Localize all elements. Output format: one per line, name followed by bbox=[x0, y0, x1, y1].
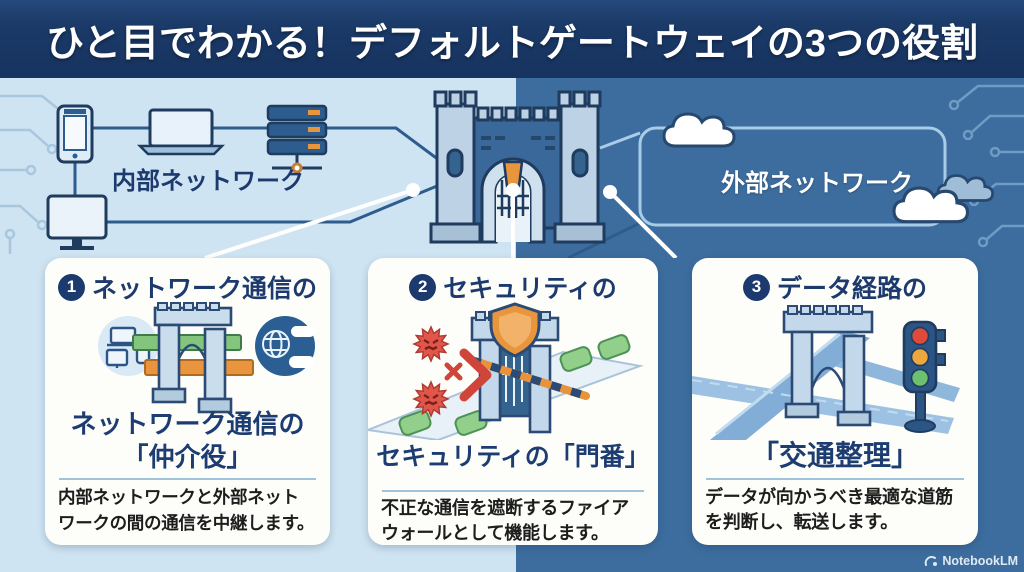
routing-illustration bbox=[692, 305, 960, 440]
laptop-icon bbox=[136, 108, 226, 156]
card-subtitle: 「交通整理」 bbox=[750, 440, 919, 471]
virus-face bbox=[423, 338, 439, 406]
card-divider bbox=[59, 478, 316, 480]
external-network-label: 外部ネットワーク bbox=[721, 170, 913, 197]
card-number-badge: 3 bbox=[742, 273, 770, 301]
card-number-badge: 2 bbox=[409, 273, 437, 301]
card-network-mediator: 1 ネットワーク通信の bbox=[45, 258, 330, 545]
network-diagram bbox=[0, 84, 1024, 258]
road-junction bbox=[692, 330, 960, 440]
internal-network-label: 内部ネットワーク bbox=[112, 168, 304, 195]
card-header: 2 セキュリティの bbox=[368, 269, 658, 305]
connector-dot bbox=[406, 183, 420, 197]
card-divider bbox=[382, 490, 644, 492]
gate-icon bbox=[782, 305, 874, 427]
card-header-text: セキュリティの bbox=[443, 275, 617, 303]
brand-name: NotebookLM bbox=[942, 554, 1018, 568]
card-subtitle: セキュリティの「門番」 bbox=[376, 443, 650, 471]
gateway-to-external-line bbox=[599, 131, 641, 150]
globe-icon bbox=[262, 330, 290, 358]
title-banner: ひと目でわかる！デフォルトゲートウェイの3つの役割 bbox=[0, 0, 1024, 78]
card-divider bbox=[706, 478, 964, 480]
barrier-icon bbox=[467, 356, 590, 400]
internet-circle-icon bbox=[255, 316, 315, 376]
card-number-badge: 1 bbox=[57, 273, 85, 301]
block-chevron-icon bbox=[459, 348, 492, 402]
shield-icon bbox=[489, 302, 541, 358]
monitor-icon bbox=[46, 194, 108, 250]
connector-lines bbox=[204, 188, 678, 258]
card-description: 内部ネットワークと外部ネット ワークの間の通信を中継します。 bbox=[58, 487, 315, 533]
castle-gate-icon bbox=[429, 90, 606, 244]
external-network-frame bbox=[638, 126, 947, 227]
virus-icon bbox=[412, 325, 450, 418]
brand: NotebookLM bbox=[924, 554, 1018, 568]
keystone bbox=[502, 160, 524, 188]
card-header-text: データ経路の bbox=[776, 275, 927, 303]
block-x-icon bbox=[444, 362, 463, 381]
gateway-icon bbox=[151, 302, 233, 414]
card-description: 不正な通信を遮断するファイア ウォールとして機能します。 bbox=[381, 498, 629, 543]
server-icon bbox=[266, 104, 328, 174]
card-header: 1 ネットワーク通信の bbox=[45, 269, 330, 305]
security-illustration bbox=[368, 302, 644, 440]
page-title: ひと目でわかる！デフォルトゲートウェイの3つの役割 bbox=[46, 22, 978, 65]
notebooklm-logo-icon bbox=[924, 555, 938, 566]
mediator-illustration bbox=[98, 302, 315, 414]
card-security-gatekeeper: 2 セキュリティの bbox=[368, 258, 658, 545]
network-lines bbox=[73, 126, 643, 258]
circuit-trace-left bbox=[0, 94, 72, 254]
smartphone-icon bbox=[56, 104, 94, 164]
devices-circle-icon bbox=[98, 316, 158, 376]
portcullis bbox=[497, 177, 529, 218]
card-header: 3 データ経路の bbox=[692, 269, 978, 305]
connector-dot bbox=[506, 183, 520, 197]
card-description: データが向かうべき最適な道筋 を判断し、転送します。 bbox=[705, 487, 953, 532]
card-header-text: ネットワーク通信の bbox=[91, 275, 317, 303]
card-traffic-control: 3 データ経路の bbox=[692, 258, 978, 545]
traffic-light-icon bbox=[902, 320, 946, 433]
cloud-icon bbox=[662, 112, 736, 148]
connector-dot bbox=[603, 185, 617, 199]
card-subtitle: ネットワーク通信の 「仲介役」 bbox=[70, 409, 305, 472]
